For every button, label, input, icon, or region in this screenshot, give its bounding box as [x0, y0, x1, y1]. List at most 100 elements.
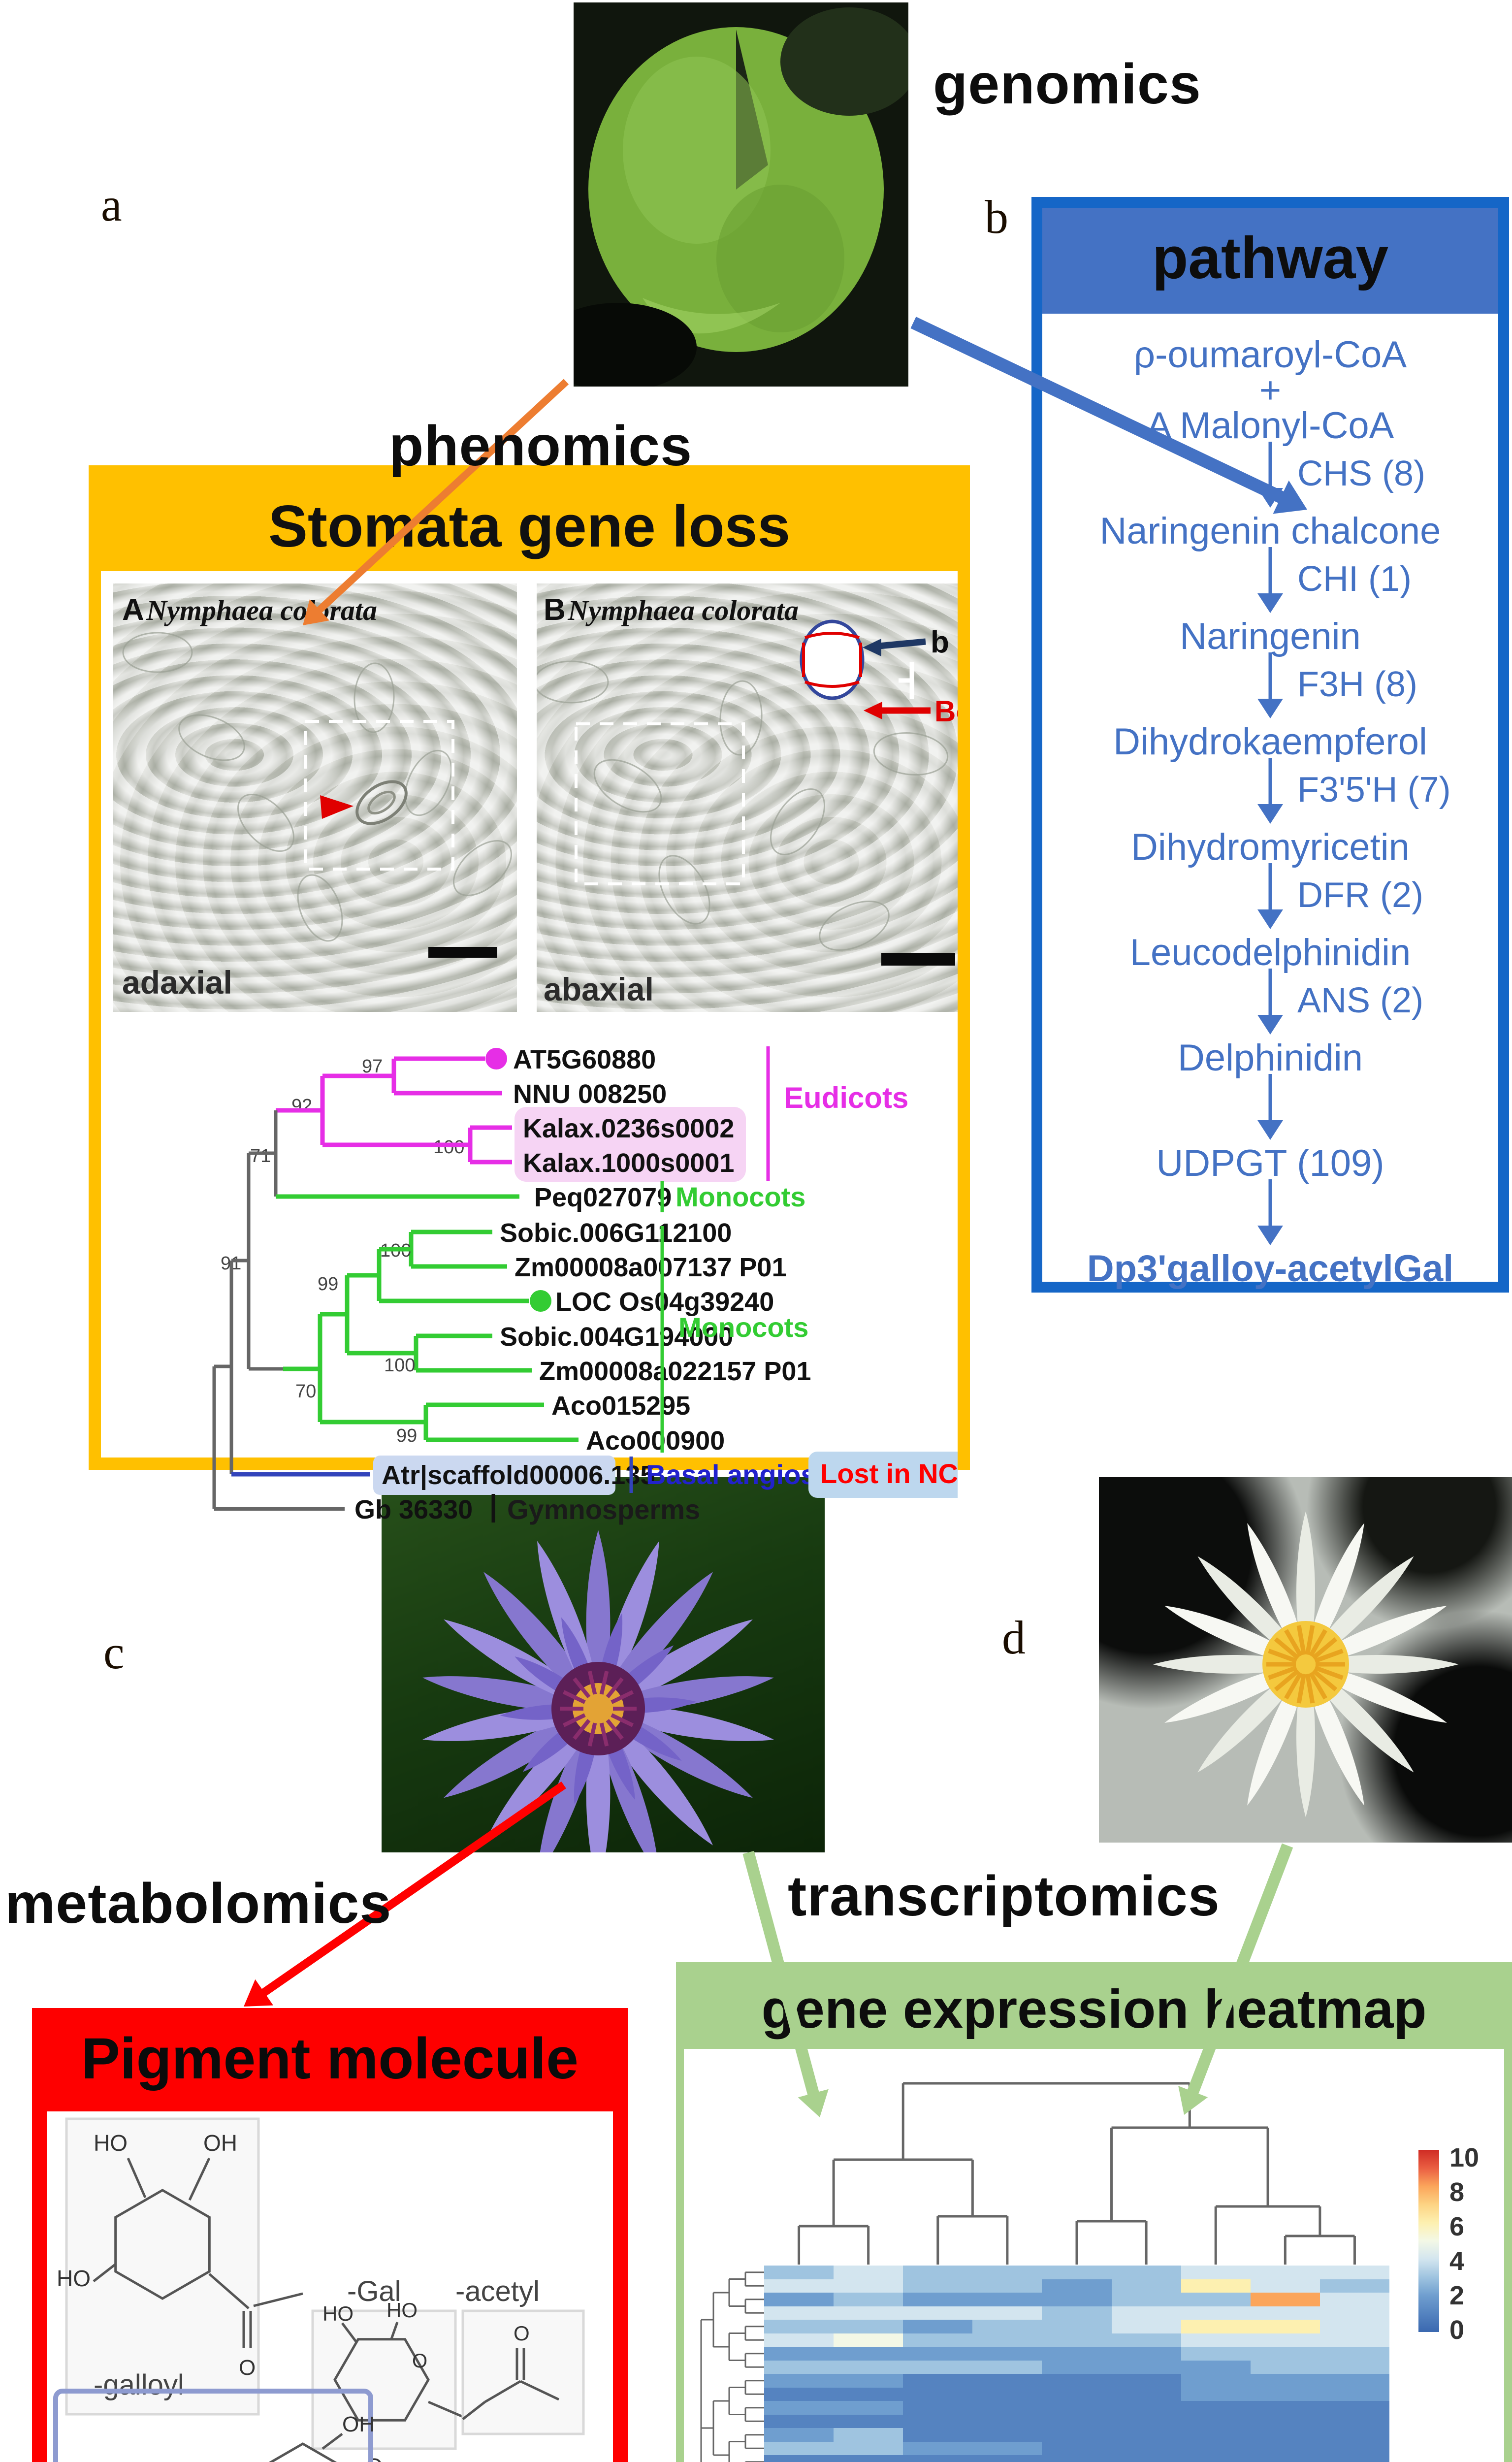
pigment-title: Pigment molecule [81, 2026, 579, 2091]
svg-text:Sobic.006G112100: Sobic.006G112100 [500, 1218, 732, 1248]
pathway-enzyme: CHS (8) [1297, 454, 1426, 493]
heatmap-dendrograms [700, 2082, 1356, 2462]
heatmap-row [764, 2320, 1389, 2333]
heatmap-row [764, 2428, 1389, 2442]
svg-text:Aco015295: Aco015295 [551, 1391, 690, 1421]
pathway-compound: Delphinidin [1177, 1037, 1363, 1079]
heatmap-row [764, 2293, 1389, 2306]
svg-text:71: 71 [250, 1146, 271, 1166]
svg-text:97: 97 [362, 1056, 383, 1077]
micrograph-b-letter: B [544, 593, 566, 627]
heatmap-row [764, 2360, 1389, 2374]
micrograph-a-side-label: adaxial [122, 964, 232, 1001]
heatmap-row [764, 2455, 1389, 2462]
micrograph-abaxial: bBc B Nymphaea colorata abaxial [537, 583, 958, 1012]
svg-text:Gymnosperms: Gymnosperms [507, 1494, 700, 1525]
pathway-compound: Dihydromyricetin [1131, 826, 1410, 868]
transcriptomics-label: transcriptomics [788, 1865, 1220, 1928]
pathway-compound: Dp3'galloy-acetylGal [1087, 1248, 1454, 1290]
heatmap-row [764, 2387, 1389, 2401]
heatmap-row [764, 2279, 1389, 2293]
heatmap-grid [764, 2266, 1389, 2462]
genomics-label: genomics [933, 53, 1201, 116]
heatmap-row [764, 2266, 1389, 2279]
pathway-title: pathway [1152, 225, 1389, 291]
heatmap-row [764, 2401, 1389, 2415]
svg-text:AT5G60880: AT5G60880 [513, 1045, 656, 1074]
colorbar-tick: 0 [1449, 2315, 1465, 2345]
pathway-compound: Naringenin [1180, 616, 1361, 657]
pathway-enzyme: F3H (8) [1297, 665, 1418, 704]
panel-label-c: c [103, 1626, 125, 1679]
stomata-box-content: A Nymphaea colorata adaxial bBc B Nympha… [101, 571, 958, 1525]
svg-text:Zm00008a022157 P01: Zm00008a022157 P01 [539, 1357, 811, 1386]
svg-text:O: O [239, 2356, 256, 2380]
phenomics-label: phenomics [389, 415, 693, 478]
svg-text:Atr|scaffold00006.135: Atr|scaffold00006.135 [382, 1460, 655, 1490]
pathway-enzyme: F3'5'H (7) [1297, 770, 1451, 810]
heatmap-row [764, 2374, 1389, 2388]
phylogenetic-tree: 97921007191100991009970AT5G60880NNU 0082… [212, 1045, 958, 1525]
pathway-compound: Leucodelphinidin [1129, 932, 1411, 973]
svg-text:HO: HO [94, 2130, 128, 2156]
svg-text:99: 99 [318, 1274, 338, 1295]
micrograph-a-letter: A [122, 593, 144, 627]
heatmap-row [764, 2347, 1389, 2361]
svg-text:Sobic.004G194000: Sobic.004G194000 [500, 1322, 733, 1352]
panel-label-a: a [101, 178, 122, 231]
svg-text:-acetyl: -acetyl [455, 2275, 540, 2307]
stomata-gene-loss-box: Stomata gene loss A Nymphaea colorata ad… [89, 465, 970, 1525]
heatmap-row [764, 2333, 1389, 2347]
pigment-molecule-box: Pigment molecule HO OH HO O -galloyl -Gal -ace… [32, 2008, 628, 2462]
heatmap-row [764, 2414, 1389, 2428]
heatmap-colorbar [1418, 2150, 1439, 2332]
svg-text:100: 100 [433, 1137, 464, 1158]
white-flower-photo [1099, 1477, 1512, 1843]
pigment-structure-panel: HOOHHOO-galloyl-Gal-acetylOHOHOOOHOOHOHO… [47, 2111, 613, 2462]
colorbar-tick: 10 [1449, 2143, 1480, 2172]
svg-text:O: O [412, 2350, 427, 2372]
pathway-enzyme: DFR (2) [1297, 875, 1423, 915]
colorbar-tick: 2 [1449, 2281, 1465, 2310]
colorbar-tick: 4 [1449, 2246, 1465, 2276]
svg-text:Monocots: Monocots [678, 1312, 808, 1343]
micrograph-b-species: Nymphaea colorata [568, 594, 799, 626]
pathway-enzyme: ANS (2) [1297, 981, 1424, 1020]
svg-text:Zm00008a007137 P01: Zm00008a007137 P01 [515, 1253, 786, 1282]
panel-label-d: d [1002, 1611, 1026, 1664]
colorbar-tick: 6 [1449, 2212, 1465, 2241]
heatmap-title: gene expression heatmap [761, 1979, 1427, 2040]
leaf-photo [574, 2, 908, 387]
svg-text:-galloyl: -galloyl [94, 2369, 184, 2401]
svg-text:HO: HO [322, 2302, 354, 2325]
svg-text:-Gal: -Gal [347, 2275, 401, 2307]
heatmap-row [764, 2441, 1389, 2455]
svg-text:Monocots: Monocots [676, 1181, 805, 1212]
svg-text:b: b [931, 625, 949, 659]
svg-text:NNU 008250: NNU 008250 [513, 1079, 667, 1109]
svg-text:70: 70 [295, 1381, 316, 1402]
svg-text:Gb 36330: Gb 36330 [354, 1495, 473, 1524]
svg-text:Kalax.0236s0002: Kalax.0236s0002 [523, 1114, 734, 1143]
pathway-compound: Naringenin chalcone [1099, 510, 1441, 552]
svg-text:LOC Os04g39240: LOC Os04g39240 [555, 1287, 774, 1317]
pathway-compound: UDPGT (109) [1156, 1142, 1384, 1184]
svg-text:Kalax.1000s0001: Kalax.1000s0001 [523, 1148, 734, 1178]
micrograph-a-species: Nymphaea colorata [146, 594, 378, 626]
pathway-header: pathway [1042, 208, 1498, 314]
panel-label-b: b [985, 191, 1008, 243]
svg-text:99: 99 [396, 1425, 417, 1446]
svg-text:Lost in NC: Lost in NC [820, 1458, 958, 1489]
metabolomics-label: metabolomics [5, 1872, 392, 1935]
svg-text:OH: OH [203, 2130, 237, 2156]
pathway-enzyme: CHI (1) [1297, 559, 1412, 599]
svg-text:OH: OH [342, 2412, 375, 2436]
svg-text:HO: HO [57, 2266, 91, 2291]
svg-text:Peq027079: Peq027079 [534, 1183, 672, 1212]
svg-text:100: 100 [384, 1355, 415, 1376]
svg-text:O: O [514, 2322, 530, 2345]
micrograph-adaxial: A Nymphaea colorata adaxial [113, 583, 517, 1012]
svg-text:Bc: Bc [934, 695, 958, 728]
